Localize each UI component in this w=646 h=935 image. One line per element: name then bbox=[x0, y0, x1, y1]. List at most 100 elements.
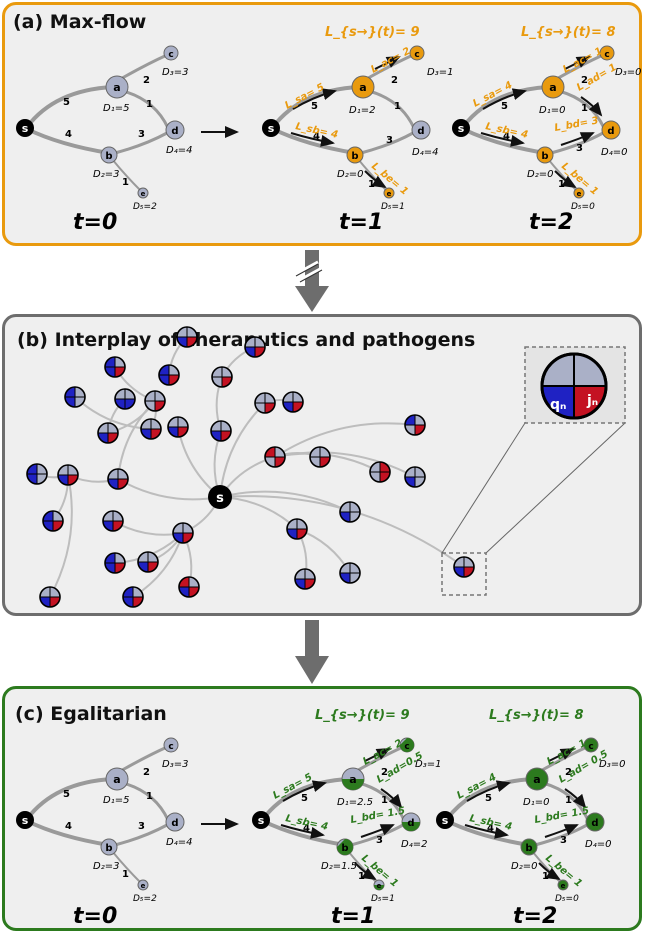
panel-a-title: (a) Max-flow bbox=[13, 11, 147, 33]
flow-label-bd: L_bd= 1.5 bbox=[534, 806, 590, 826]
node-e-label: e bbox=[141, 882, 146, 890]
pie-node bbox=[42, 510, 64, 532]
weight-ad: 1 bbox=[381, 795, 388, 806]
weight-ac: 2 bbox=[381, 767, 388, 778]
demand-c: D₃=1 bbox=[415, 759, 441, 770]
node-c bbox=[163, 45, 179, 61]
weight-sa: 5 bbox=[63, 97, 70, 108]
header-t2: L_{s→}(t)= 8 bbox=[521, 25, 616, 40]
flow-arrow-be bbox=[364, 170, 387, 189]
pie-node bbox=[210, 420, 232, 442]
time-label-t2: t=2 bbox=[513, 904, 557, 929]
demand-c: D₃=3 bbox=[162, 759, 188, 770]
edge-ac bbox=[116, 53, 168, 83]
weight-bd: 3 bbox=[560, 835, 567, 846]
weight-be: 1 bbox=[122, 177, 129, 188]
center-node-label: s bbox=[216, 491, 224, 506]
inset-j-label: jₙ bbox=[586, 393, 598, 409]
demand-c: D₃=1 bbox=[427, 67, 453, 78]
node-b-label: b bbox=[525, 843, 532, 854]
node-a-label: a bbox=[533, 773, 540, 786]
weight-bd: 3 bbox=[138, 129, 145, 140]
graph-a-t1: L_{s→}(t)= 9 s a b c d e 5 4 2 bbox=[262, 25, 453, 235]
pie-node bbox=[244, 336, 266, 358]
node-d-label: d bbox=[607, 126, 614, 137]
header-t1: L_{s→}(t)= 9 bbox=[315, 708, 410, 723]
demand-d: D₄=2 bbox=[401, 839, 427, 850]
flow-label-bd: L_bd= 1.5 bbox=[350, 806, 406, 826]
weight-sb: 4 bbox=[503, 131, 510, 142]
inset-q-label: qₙ bbox=[550, 397, 566, 413]
network-edge bbox=[219, 496, 298, 530]
weight-ac: 2 bbox=[391, 75, 398, 86]
node-d-label: d bbox=[407, 818, 414, 829]
demand-e: D₅=1 bbox=[371, 894, 395, 904]
node-b-label: b bbox=[341, 843, 348, 854]
demand-a: D₁=2 bbox=[349, 105, 375, 116]
weight-sa: 5 bbox=[311, 101, 318, 112]
node-c-label: c bbox=[414, 50, 419, 60]
network-edges bbox=[36, 336, 465, 598]
weight-bd: 3 bbox=[138, 821, 145, 832]
weight-ac: 2 bbox=[143, 767, 150, 778]
demand-b: D₂=1.5 bbox=[321, 861, 357, 872]
pie-node bbox=[211, 366, 233, 388]
node-e-label: e bbox=[141, 190, 146, 198]
time-label-t2: t=2 bbox=[529, 210, 573, 235]
panel-interplay: (b) Interplay of theraputics and pathoge… bbox=[2, 314, 642, 616]
demand-a: D₁=5 bbox=[103, 795, 129, 806]
pie-node bbox=[404, 414, 426, 436]
weight-ac: 2 bbox=[565, 767, 572, 778]
pie-node bbox=[104, 356, 126, 378]
flow-arrow-sb bbox=[290, 132, 335, 147]
network-edge bbox=[49, 474, 73, 598]
pie-node bbox=[102, 510, 124, 532]
weight-sb: 4 bbox=[303, 823, 310, 834]
weight-bd: 3 bbox=[386, 135, 393, 146]
weight-ac: 2 bbox=[581, 75, 588, 86]
node-d-label: d bbox=[417, 126, 424, 137]
node-e bbox=[137, 187, 149, 199]
demand-b: D₂=3 bbox=[93, 861, 119, 872]
network-edge bbox=[219, 490, 351, 513]
pie-node bbox=[104, 552, 126, 574]
network-nodes bbox=[26, 326, 475, 608]
node-c-label: c bbox=[588, 742, 593, 752]
pie-node bbox=[286, 518, 308, 540]
pie-node bbox=[97, 422, 119, 444]
time-label-t1: t=1 bbox=[339, 210, 383, 235]
time-label-t0: t=0 bbox=[73, 210, 117, 235]
demand-c: D₃=3 bbox=[162, 67, 188, 78]
demand-e: D₅=1 bbox=[381, 202, 405, 212]
center-node-s bbox=[208, 485, 232, 509]
node-s-label: s bbox=[458, 122, 465, 135]
node-e-label: e bbox=[561, 882, 566, 890]
pie-node bbox=[26, 463, 48, 485]
inset-node: qₙ jₙ bbox=[540, 352, 608, 420]
down-arrow-head-icon bbox=[295, 656, 329, 684]
node-s bbox=[16, 119, 34, 137]
demand-a: D₁=0 bbox=[539, 105, 565, 116]
demand-b: D₂=3 bbox=[93, 169, 119, 180]
pie-node bbox=[369, 461, 391, 483]
demand-a: D₁=2.5 bbox=[337, 797, 373, 808]
pie-node bbox=[144, 390, 166, 412]
down-arrow-head-icon bbox=[295, 286, 329, 312]
pie-node bbox=[140, 418, 162, 440]
node-b bbox=[100, 146, 118, 164]
weight-sa: 5 bbox=[301, 793, 308, 804]
node-b-label: b bbox=[541, 151, 548, 162]
flow-arrow-ac bbox=[374, 56, 401, 70]
max-flow-graphs: s a b c d e 5 4 2 1 3 1 D₁=5 D₂=3 D₃=3 D… bbox=[16, 25, 641, 235]
weight-sb: 4 bbox=[487, 823, 494, 834]
node-c-label: c bbox=[404, 742, 409, 752]
node-e-label: e bbox=[377, 882, 382, 890]
interplay-network: s qₙ jₙ bbox=[26, 326, 626, 608]
demand-d: D₄=4 bbox=[412, 147, 438, 158]
node-c-label: c bbox=[168, 50, 173, 60]
break-mark-icon bbox=[295, 260, 319, 276]
node-a-label: a bbox=[349, 773, 356, 786]
weight-be: 1 bbox=[558, 179, 565, 190]
pie-node bbox=[107, 468, 129, 490]
demand-c: D₃=0 bbox=[599, 759, 625, 770]
